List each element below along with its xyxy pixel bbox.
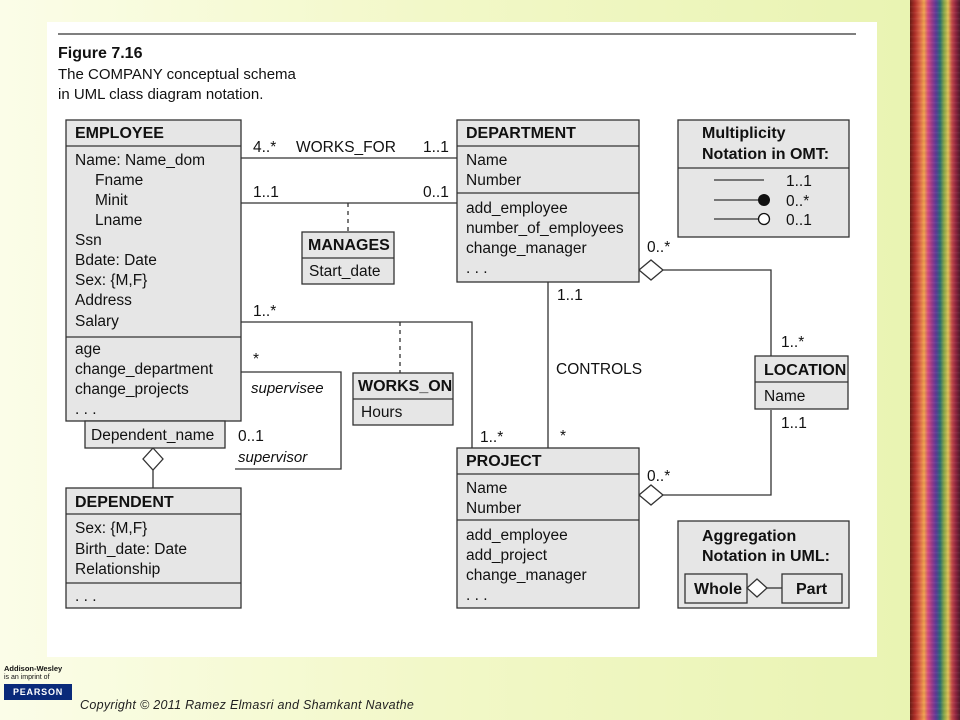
decorative-stripe bbox=[910, 0, 960, 720]
manages-title: MANAGES bbox=[308, 237, 390, 254]
department-attr: Name bbox=[466, 152, 507, 169]
employee-op: . . . bbox=[75, 401, 97, 418]
works-for-label: WORKS_FOR bbox=[296, 139, 396, 156]
controls-mult-project: * bbox=[560, 428, 566, 445]
dependent-name-qualifier: Dependent_name bbox=[84, 420, 226, 449]
manages-association-class: MANAGES Start_date bbox=[301, 231, 395, 285]
supervisor-mult: 0..1 bbox=[238, 428, 264, 445]
department-op: add_employee bbox=[466, 200, 568, 217]
works-for-mult-department: 1..1 bbox=[423, 139, 449, 156]
omt-item: 0..1 bbox=[786, 212, 812, 229]
department-op: change_manager bbox=[466, 240, 587, 257]
supervisee-role: supervisee bbox=[251, 380, 324, 397]
omt-multiplicity-legend: Multiplicity Notation in OMT: 1..1 0..* … bbox=[677, 119, 850, 238]
aggregation-part-label: Part bbox=[796, 581, 828, 598]
employee-attr: Name: Name_dom bbox=[75, 152, 205, 169]
dependent-attr: Sex: {M,F} bbox=[75, 520, 147, 537]
omt-legend-title-line2: Notation in OMT: bbox=[702, 146, 829, 163]
aggregation-legend-title-line2: Notation in UML: bbox=[702, 548, 830, 565]
location-title: LOCATION bbox=[764, 362, 846, 379]
works-for-mult-employee: 4..* bbox=[253, 139, 276, 156]
dependent-op: . . . bbox=[75, 588, 97, 605]
project-op: . . . bbox=[466, 587, 488, 604]
publisher-logo: Addison-Wesley is an imprint of PEARSON bbox=[4, 664, 72, 700]
employee-class: EMPLOYEE Name: Name_dom Fname Minit Lnam… bbox=[65, 119, 242, 422]
employee-title: EMPLOYEE bbox=[75, 125, 164, 142]
project-op: add_project bbox=[466, 547, 548, 564]
location-attr: Name bbox=[764, 388, 805, 405]
figure-caption-line1: The COMPANY conceptual schema bbox=[58, 66, 297, 83]
works-on-title: WORKS_ON bbox=[358, 378, 452, 395]
employee-attr: Bdate: Date bbox=[75, 252, 157, 269]
omt-item: 1..1 bbox=[786, 173, 812, 190]
location-class: LOCATION Name bbox=[754, 355, 849, 410]
employee-attr: Sex: {M,F} bbox=[75, 272, 147, 289]
manages-attr: Start_date bbox=[309, 263, 381, 280]
employee-op: change_department bbox=[75, 361, 214, 378]
dependent-class: DEPENDENT Sex: {M,F} Birth_date: Date Re… bbox=[65, 487, 242, 609]
manages-mult-employee: 1..1 bbox=[253, 184, 279, 201]
supervisee-mult: * bbox=[253, 351, 259, 368]
publisher-imprint-text: is an imprint of bbox=[4, 674, 50, 681]
employee-attr: Ssn bbox=[75, 232, 102, 249]
project-location-mult-project: 0..* bbox=[647, 468, 670, 485]
project-location-mult-location: 1..1 bbox=[781, 415, 807, 432]
employee-attr: Address bbox=[75, 292, 132, 309]
project-title: PROJECT bbox=[466, 453, 542, 470]
employee-attr: Lname bbox=[95, 212, 142, 229]
dependent-title: DEPENDENT bbox=[75, 494, 174, 511]
figure-title: Figure 7.16 bbox=[58, 45, 143, 62]
project-op: change_manager bbox=[466, 567, 587, 584]
department-title: DEPARTMENT bbox=[466, 125, 576, 142]
department-op: number_of_employees bbox=[466, 220, 624, 237]
employee-op: age bbox=[75, 341, 101, 358]
employee-attr: Fname bbox=[95, 172, 143, 189]
project-aggregation-diamond bbox=[637, 484, 665, 506]
aggregation-whole-label: Whole bbox=[694, 581, 742, 598]
qualifier-label: Dependent_name bbox=[91, 427, 214, 444]
dependent-attr: Birth_date: Date bbox=[75, 541, 187, 558]
dependent-attr: Relationship bbox=[75, 561, 160, 578]
works-on-association-class: WORKS_ON Hours bbox=[352, 372, 454, 426]
dept-location-mult-department: 0..* bbox=[647, 239, 670, 256]
dept-location-mult-location: 1..* bbox=[781, 334, 804, 351]
supervisor-role: supervisor bbox=[238, 449, 308, 466]
works-on-mult-employee: 1..* bbox=[253, 303, 276, 320]
copyright-text: Copyright © 2011 Ramez Elmasri and Shamk… bbox=[80, 698, 415, 712]
supervision-line bbox=[235, 371, 342, 470]
project-op: add_employee bbox=[466, 527, 568, 544]
works-on-attr: Hours bbox=[361, 404, 403, 421]
omt-item: 0..* bbox=[786, 193, 809, 210]
omt-filled-dot bbox=[758, 194, 770, 206]
employee-attr: Salary bbox=[75, 313, 119, 330]
department-op: . . . bbox=[466, 260, 488, 277]
project-attr: Number bbox=[466, 500, 521, 517]
works-on-line bbox=[241, 321, 473, 448]
figure-caption-line2: in UML class diagram notation. bbox=[58, 86, 263, 103]
employee-op: change_projects bbox=[75, 381, 189, 398]
employee-attr: Minit bbox=[95, 192, 128, 209]
omt-legend-title-line1: Multiplicity bbox=[702, 125, 786, 142]
aggregation-part-box bbox=[781, 573, 843, 604]
pearson-logo: PEARSON bbox=[4, 684, 72, 700]
controls-label: CONTROLS bbox=[556, 361, 642, 378]
omt-hollow-dot bbox=[757, 212, 771, 226]
works-on-mult-project: 1..* bbox=[480, 429, 503, 446]
project-location-line bbox=[662, 410, 772, 496]
publisher-name: Addison-Wesley bbox=[4, 664, 63, 673]
dept-location-line bbox=[662, 269, 772, 356]
dept-aggregation-diamond bbox=[637, 259, 665, 281]
project-attr: Name bbox=[466, 480, 507, 497]
manages-mult-department: 0..1 bbox=[423, 184, 449, 201]
department-class: DEPARTMENT Name Number add_employee numb… bbox=[456, 119, 640, 283]
dependent-aggregation-diamond bbox=[142, 447, 164, 471]
controls-mult-department: 1..1 bbox=[557, 287, 583, 304]
aggregation-legend-title-line1: Aggregation bbox=[702, 528, 796, 545]
project-class: PROJECT Name Number add_employee add_pro… bbox=[456, 447, 640, 609]
uml-aggregation-legend: Aggregation Notation in UML: Whole Part bbox=[677, 520, 850, 609]
department-attr: Number bbox=[466, 172, 521, 189]
